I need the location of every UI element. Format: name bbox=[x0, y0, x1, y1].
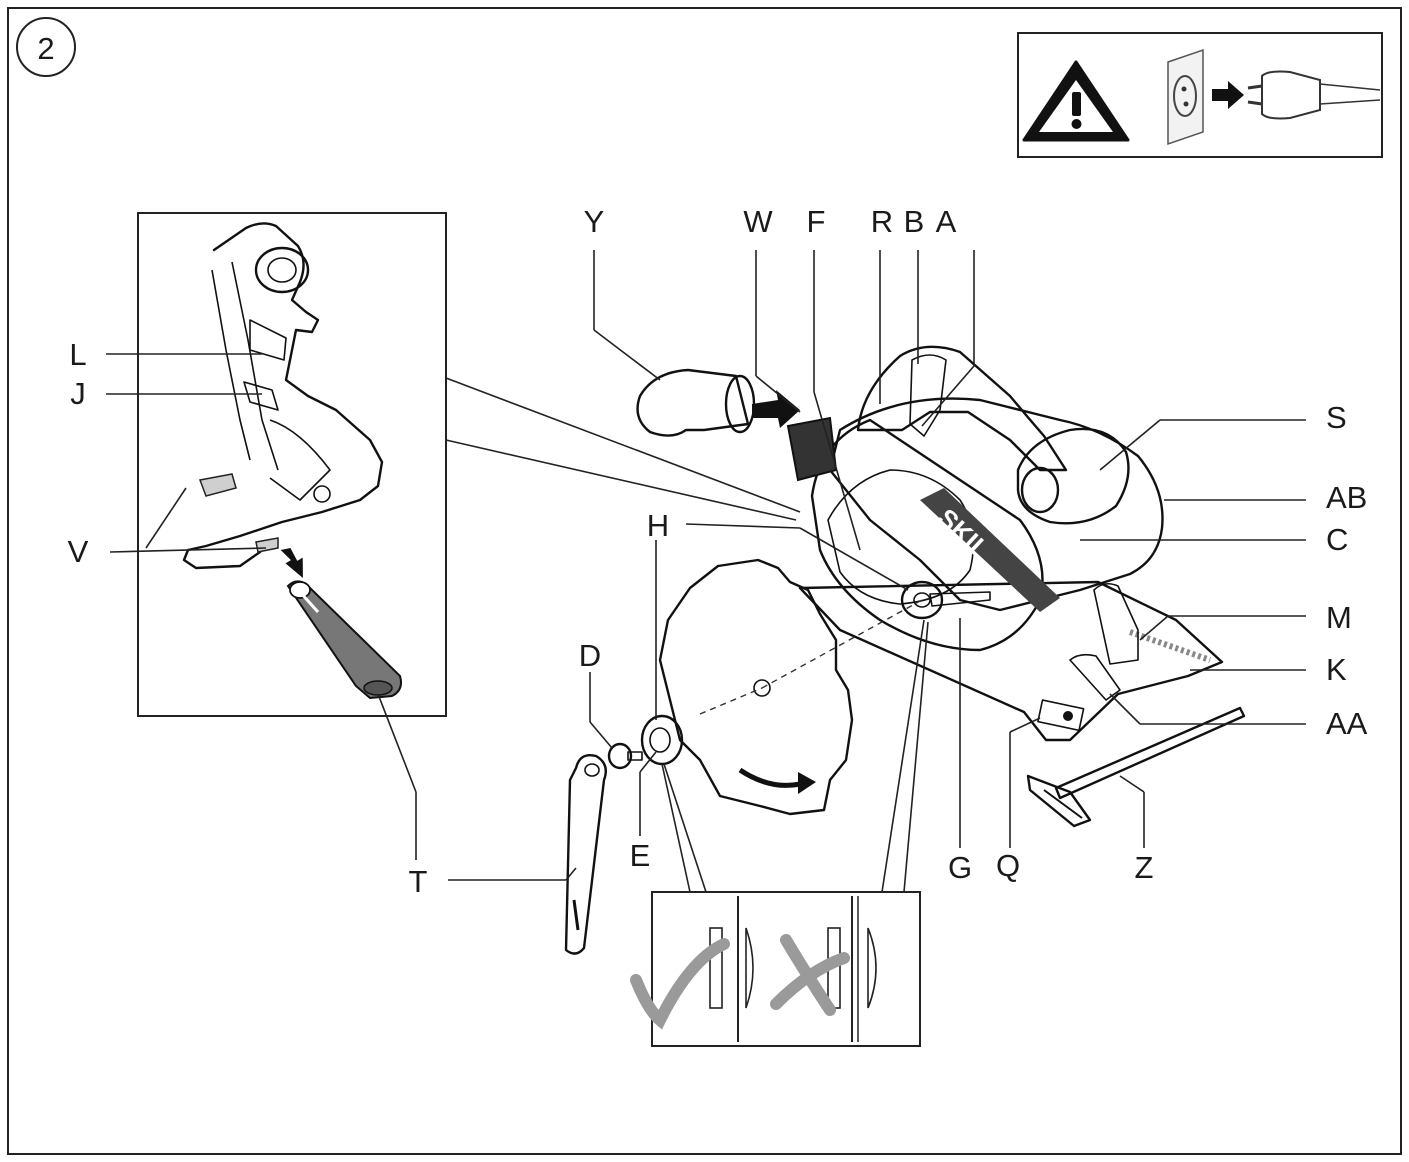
inset-projection-line-top bbox=[445, 377, 801, 513]
label-V: V bbox=[68, 534, 89, 569]
label-T: T bbox=[409, 864, 428, 899]
label-G: G bbox=[948, 850, 972, 885]
dust-extraction-adapter bbox=[636, 368, 800, 437]
label-AB: AB bbox=[1326, 480, 1367, 515]
main-handle bbox=[856, 345, 1068, 472]
circular-saw-drawing: SKIL bbox=[786, 345, 1224, 742]
label-M: M bbox=[1326, 600, 1352, 635]
label-Q: Q bbox=[996, 848, 1020, 883]
label-F: F bbox=[807, 204, 826, 239]
trigger-switch bbox=[909, 354, 947, 437]
outer-flange bbox=[640, 714, 684, 766]
dust-port-drawing bbox=[182, 222, 384, 570]
spindle-flange bbox=[900, 580, 944, 620]
saw-blade bbox=[658, 558, 923, 816]
blade-axis-line bbox=[761, 599, 923, 689]
cross-mark-icon bbox=[770, 934, 850, 1016]
check-mark-icon bbox=[630, 938, 730, 1030]
arrow-right-icon bbox=[1212, 81, 1244, 109]
warning-triangle-icon bbox=[1022, 60, 1130, 142]
cutting-line-indicator bbox=[1037, 699, 1085, 732]
label-C: C bbox=[1326, 522, 1348, 557]
callout-labels: Y W F R B A S AB C M K AA H D E G Q Z T … bbox=[68, 204, 1368, 899]
motor-housing bbox=[828, 397, 1164, 612]
unplug-warning-panel bbox=[1017, 32, 1383, 158]
spanner-tool-inset bbox=[286, 580, 402, 700]
wall-socket-icon bbox=[1167, 48, 1204, 146]
base-plate bbox=[798, 580, 1224, 742]
label-E: E bbox=[630, 838, 651, 873]
label-J: J bbox=[70, 376, 86, 411]
guard-slot-lower bbox=[255, 537, 279, 553]
figure-number-badge: 2 bbox=[16, 17, 76, 77]
dust-outlet bbox=[786, 416, 838, 482]
label-H: H bbox=[647, 508, 669, 543]
power-plug-icon bbox=[1247, 70, 1381, 120]
label-Y: Y bbox=[584, 204, 605, 239]
flange-callout-right bbox=[881, 619, 925, 893]
flange-callout-left bbox=[661, 763, 691, 893]
label-L: L bbox=[69, 337, 86, 372]
inset-projection-line-bottom bbox=[445, 439, 797, 521]
label-R: R bbox=[871, 204, 893, 239]
auxiliary-handle bbox=[1016, 427, 1130, 525]
bevel-scale bbox=[1093, 582, 1139, 665]
label-W: W bbox=[743, 204, 773, 239]
label-A: A bbox=[936, 204, 957, 239]
guard-slot-upper bbox=[198, 473, 237, 497]
leader-lines bbox=[106, 250, 1306, 881]
spindle-lock-lever bbox=[929, 591, 991, 607]
label-K: K bbox=[1326, 652, 1347, 687]
blade-bolt bbox=[607, 742, 643, 770]
label-D: D bbox=[579, 638, 601, 673]
flange-mounting-inset bbox=[630, 891, 921, 1047]
parallel-guide bbox=[1026, 706, 1246, 828]
hex-wrench bbox=[564, 754, 607, 955]
base-scale bbox=[1129, 629, 1211, 663]
label-Z: Z bbox=[1135, 850, 1154, 885]
label-B: B bbox=[904, 204, 925, 239]
upper-blade-guard bbox=[810, 418, 1044, 652]
outer-frame bbox=[7, 7, 1402, 1155]
brand-stripe bbox=[920, 488, 1060, 612]
insert-arrow-icon bbox=[280, 547, 303, 579]
figure-number: 2 bbox=[37, 31, 54, 66]
label-AA: AA bbox=[1326, 706, 1368, 741]
push-arrow-icon bbox=[752, 390, 800, 428]
rotation-direction-arrow bbox=[738, 767, 801, 788]
dust-port-detail-inset bbox=[137, 212, 447, 717]
label-S: S bbox=[1326, 400, 1347, 435]
bevel-knob bbox=[1069, 653, 1121, 701]
